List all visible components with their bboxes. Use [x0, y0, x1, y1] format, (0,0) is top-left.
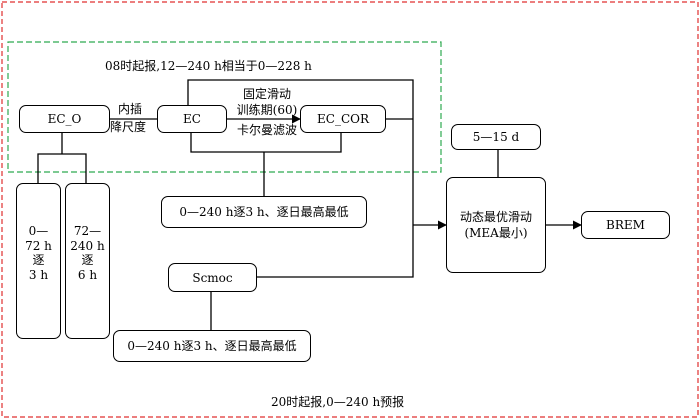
column-72-240h-line: 72— — [73, 224, 102, 238]
column-72-240h-line: 240 h — [70, 238, 105, 253]
mea-line-2: (MEA最小) — [464, 226, 528, 240]
scmoc-box: Scmoc — [168, 263, 257, 292]
line-scmoc-to-trunk — [257, 225, 414, 278]
line-ec-bracket — [190, 133, 342, 153]
interp-label: 内插 降尺度 — [110, 102, 146, 134]
ec_cor-box: EC_COR — [300, 105, 386, 133]
column-72-240h-line: 6 h — [77, 267, 98, 282]
header-text: 08时起报,12—240 h相当于0—228 h — [105, 59, 312, 73]
training-label: 固定滑动 训练期(60) 卡尔曼滤波 — [226, 86, 308, 138]
footer-text: 20时起报,0—240 h预报 — [271, 395, 405, 409]
column-72-240h: 72— 240 h 逐 6 h — [65, 183, 110, 339]
column-0-72h-line: 0— — [28, 224, 49, 238]
column-72-240h-line: 逐 — [81, 253, 94, 267]
training-line-1: 固定滑动 — [242, 87, 291, 101]
column-0-72h-line: 72 h — [25, 238, 52, 253]
line-ec_o-bracket — [37, 153, 87, 183]
interp-line-2: 降尺度 — [110, 120, 147, 134]
ec-box: EC — [157, 105, 227, 133]
column-0-72h-line: 逐 — [32, 253, 45, 267]
mea-line-1: 动态最优滑动 — [459, 210, 532, 224]
line-top-loop — [187, 79, 414, 225]
ec_o-box: EC_O — [19, 105, 110, 133]
ec-spec-box: 0—240 h逐3 h、逐日最高最低 — [161, 196, 367, 228]
scmoc-spec-box: 0—240 h逐3 h、逐日最高最低 — [113, 330, 311, 362]
interp-line-1: 内插 — [118, 102, 143, 116]
range-5-15d-box: 5—15 d — [451, 124, 541, 150]
training-line-3: 卡尔曼滤波 — [236, 123, 297, 137]
column-0-72h-line: 3 h — [28, 267, 49, 282]
mea-box: 动态最优滑动 (MEA最小) — [446, 177, 546, 273]
brem-box: BREM — [581, 211, 670, 239]
column-0-72h: 0— 72 h 逐 3 h — [16, 183, 61, 339]
training-line-2: 训练期(60) — [236, 103, 298, 117]
morning-run-region — [7, 41, 442, 173]
